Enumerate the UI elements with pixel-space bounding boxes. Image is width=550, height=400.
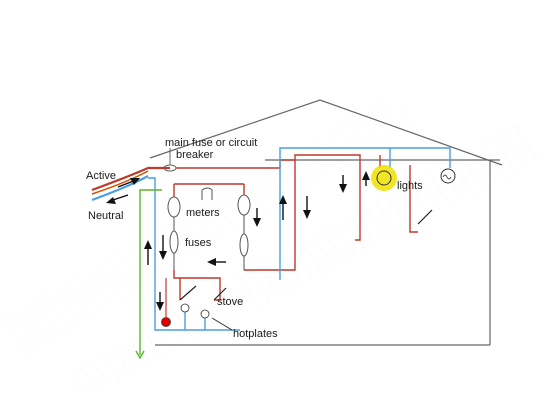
stove-switch-2 (213, 287, 227, 301)
earth-ground-symbol (135, 350, 145, 360)
neutral-to-lights (279, 147, 451, 280)
meter-connector (201, 187, 213, 200)
arrow-active-in (117, 178, 140, 188)
fuses-label: fuses (185, 237, 212, 249)
arrow-riser-down (303, 196, 311, 219)
active-service-wire-2 (91, 170, 149, 195)
stove-switch-1 (179, 285, 197, 301)
stove-element-red (161, 317, 171, 327)
active-to-lights (244, 154, 361, 271)
roof-line (149, 99, 503, 166)
arrow-riser-up (279, 195, 287, 220)
hotplate-1 (180, 303, 190, 313)
current-arrows (106, 171, 370, 311)
lights-label: lights (397, 180, 423, 192)
neutral-main-run (148, 177, 240, 331)
active-lights-to-switch (409, 165, 418, 233)
lights (371, 165, 456, 191)
service-wires (91, 166, 170, 202)
active-to-stove (173, 270, 221, 301)
arrow-left-up (144, 240, 152, 265)
arrow-fuse-left (207, 258, 226, 266)
background-hatching (60, 120, 540, 395)
stove-group (161, 278, 233, 331)
arrow-left-down (159, 235, 167, 260)
hotplates-pointer (211, 317, 233, 331)
background-hatching-2 (0, 100, 420, 360)
neutral-label: Neutral (88, 210, 124, 222)
meter-right (237, 194, 251, 216)
earth-wire (135, 189, 162, 360)
hotplate-2 (200, 309, 210, 319)
light-switch (417, 209, 433, 225)
lamp-glow (371, 165, 397, 191)
earth-run (139, 189, 162, 355)
meters-label: meters (186, 207, 220, 219)
fuses (169, 215, 249, 270)
fuse-left (169, 230, 179, 254)
house-outline (149, 99, 503, 346)
arrow-stove-down (156, 292, 164, 311)
fuse-right (239, 233, 249, 257)
arrow-lights-up (362, 171, 370, 186)
arrow-lights-down (339, 175, 347, 193)
lamp-bulb-2 (440, 168, 456, 184)
active-service-wire (91, 166, 170, 192)
lamp-bulb (376, 170, 392, 186)
meter-left (167, 196, 181, 218)
neutral-service-wire (91, 175, 149, 202)
arrow-neutral-out (106, 194, 129, 204)
breaker-label: breaker (176, 149, 214, 161)
neutral-circuit (148, 147, 451, 331)
main-fuse-label: main fuse or circuit (165, 137, 258, 149)
arrow-meter-down (253, 208, 261, 227)
hotplates-label: hotplates (233, 328, 278, 340)
active-label: Active (86, 170, 116, 182)
lamp-filament (442, 174, 452, 180)
stove-label: stove (217, 296, 244, 308)
